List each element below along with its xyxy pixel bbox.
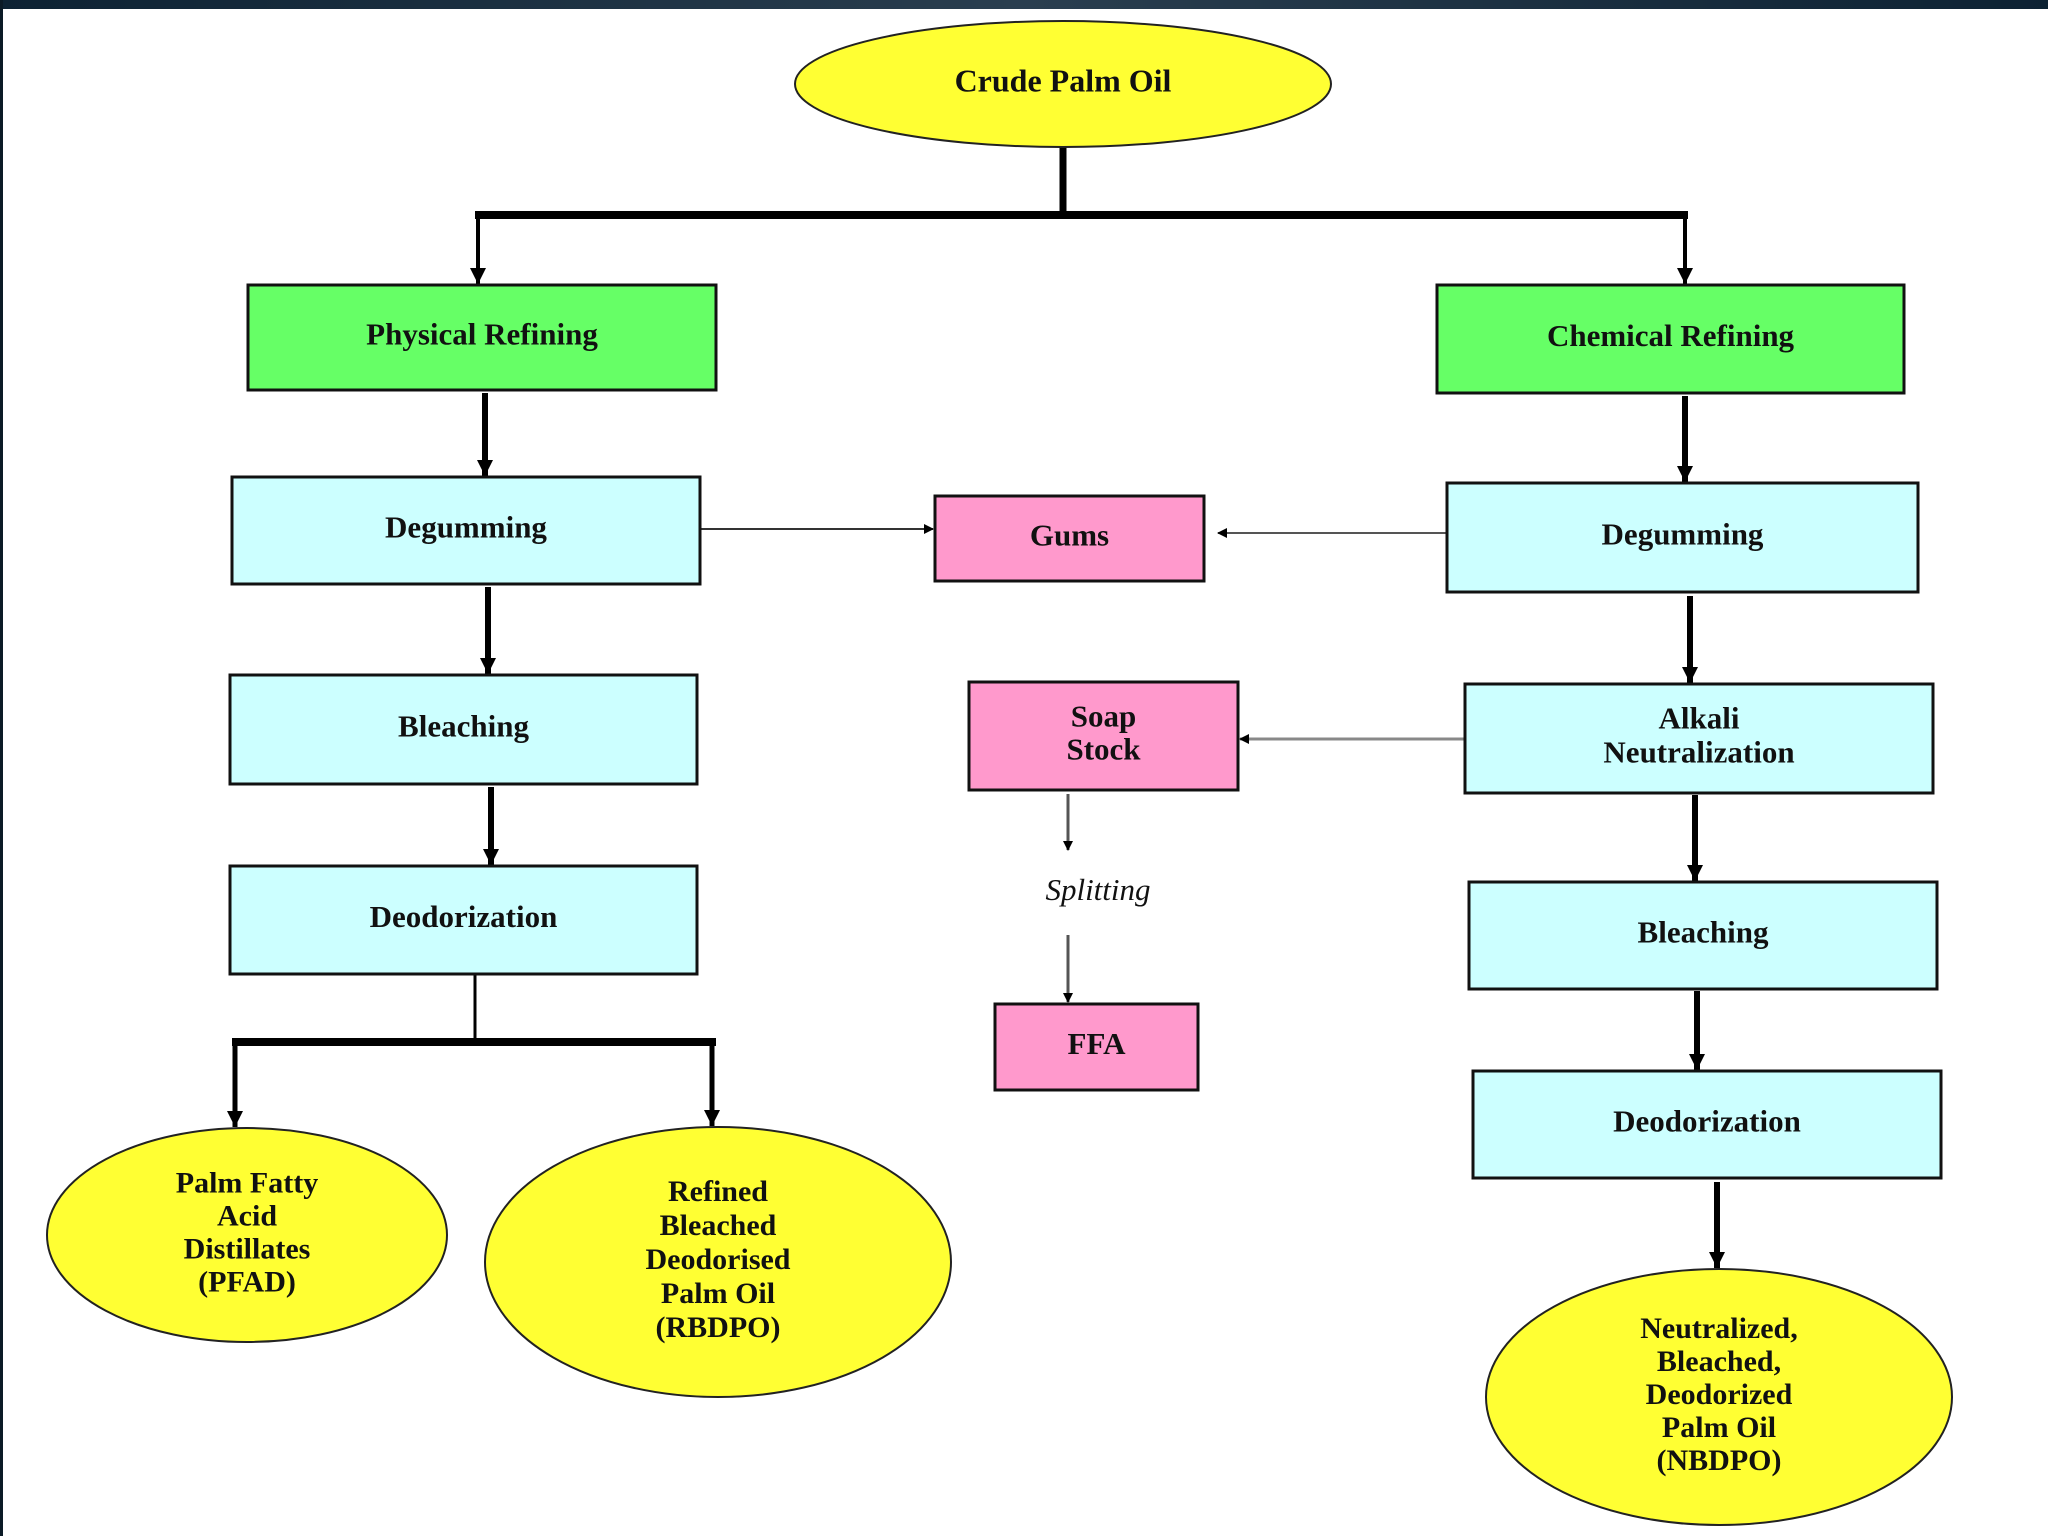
connectors — [227, 146, 1725, 1268]
physical-refining-label: Physical Refining — [366, 317, 598, 352]
crude-palm-oil-label: Crude Palm Oil — [955, 62, 1172, 98]
physical-degumming-box — [230, 475, 702, 586]
node-physical-refining: Physical Refining — [246, 283, 718, 392]
nbdpo-label: Bleached, — [1657, 1345, 1781, 1378]
splitting-label: Splitting — [1045, 872, 1150, 907]
crude-palm-oil-ellipse — [794, 20, 1332, 148]
pfad-label: Distillates — [184, 1232, 311, 1265]
alkali-neutralization-label: Alkali — [1659, 701, 1740, 736]
soap-stock-label: Soap — [1071, 699, 1136, 734]
pfad-label: (PFAD) — [198, 1265, 296, 1298]
physical-bleaching-box — [228, 673, 699, 786]
physical-deodorization-box — [228, 864, 699, 976]
node-chemical-deodorization: Deodorization — [1471, 1069, 1943, 1180]
window-left-border — [0, 0, 3, 1536]
nbdpo-label: Deodorized — [1646, 1378, 1793, 1411]
chemical-bleaching-box — [1467, 880, 1939, 991]
chemical-deodorization-box — [1471, 1069, 1943, 1180]
chemical-degumming-box — [1445, 481, 1920, 594]
nbdpo-label: Palm Oil — [1662, 1411, 1776, 1444]
chemical-bleaching-label: Bleaching — [1638, 915, 1769, 950]
rbdpo-label: Refined — [668, 1175, 768, 1208]
physical-bleaching-label: Bleaching — [398, 709, 529, 744]
physical-degumming-label: Degumming — [385, 510, 547, 545]
soap-stock-box — [967, 680, 1240, 792]
soap-stock-label: Stock — [1066, 732, 1141, 767]
node-chemical-degumming: Degumming — [1445, 481, 1920, 594]
nbdpo-label: Neutralized, — [1640, 1312, 1797, 1345]
node-chemical-refining: Chemical Refining — [1435, 283, 1906, 395]
rbdpo-label: (RBDPO) — [656, 1311, 781, 1344]
chemical-refining-box — [1435, 283, 1906, 395]
rbdpo-label: Deodorised — [646, 1243, 791, 1276]
node-gums: Gums — [933, 494, 1206, 583]
nbdpo-label: (NBDPO) — [1657, 1444, 1782, 1477]
node-crude-palm-oil: Crude Palm Oil — [794, 20, 1332, 148]
gums-label: Gums — [1030, 518, 1109, 553]
window-top-bar — [0, 0, 2048, 9]
node-chemical-bleaching: Bleaching — [1467, 880, 1939, 991]
alkali-neutralization-box — [1463, 682, 1935, 795]
rbdpo-label: Bleached — [660, 1209, 777, 1242]
node-physical-deodorization: Deodorization — [228, 864, 699, 976]
node-ffa: FFA — [993, 1002, 1200, 1092]
chemical-deodorization-label: Deodorization — [1613, 1104, 1801, 1139]
node-splitting: Splitting — [1045, 872, 1150, 907]
physical-deodorization-label: Deodorization — [370, 899, 558, 934]
alkali-neutralization-label: Neutralization — [1603, 735, 1794, 770]
pfad-label: Acid — [217, 1199, 277, 1232]
nbdpo-ellipse — [1485, 1268, 1953, 1526]
node-physical-bleaching: Bleaching — [228, 673, 699, 786]
node-physical-degumming: Degumming — [230, 475, 702, 586]
pfad-label: Palm Fatty — [176, 1166, 318, 1199]
ffa-box — [993, 1002, 1200, 1092]
pfad-ellipse — [46, 1127, 448, 1343]
chemical-degumming-label: Degumming — [1602, 517, 1764, 552]
rbdpo-label: Palm Oil — [661, 1277, 775, 1310]
chemical-refining-label: Chemical Refining — [1547, 318, 1795, 353]
physical-refining-box — [246, 283, 718, 392]
rbdpo-ellipse — [484, 1126, 952, 1398]
gums-box — [933, 494, 1206, 583]
ffa-label: FFA — [1068, 1026, 1127, 1061]
